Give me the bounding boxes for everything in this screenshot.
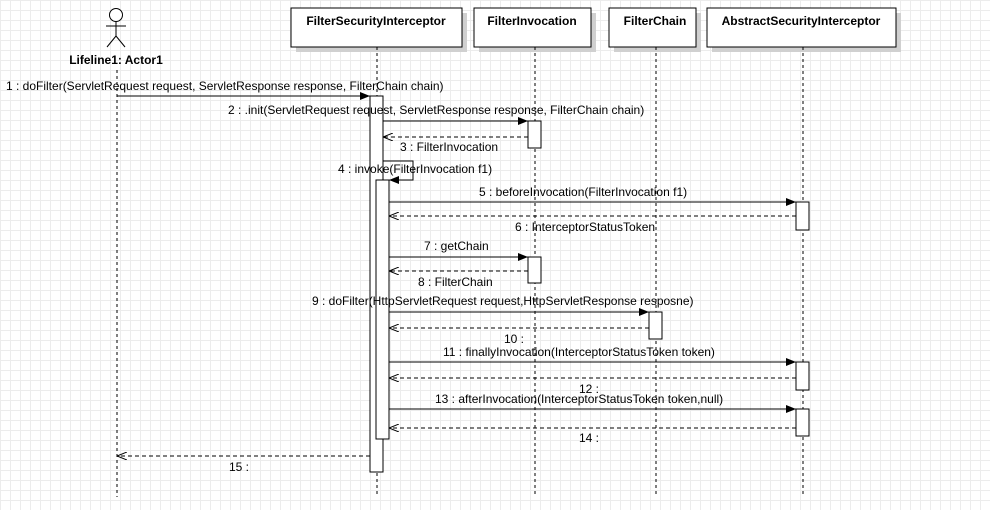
message-arrow-4[interactable] xyxy=(383,160,414,184)
activation-bar-asi-after[interactable] xyxy=(795,408,810,437)
actor-stick-figure-icon xyxy=(106,8,126,48)
message-label-6: 6 : InterceptorStatusToken xyxy=(515,220,655,234)
message-label-13: 13 : afterInvocation(InterceptorStatusTo… xyxy=(435,392,723,406)
message-label-12: 12 : xyxy=(579,382,599,396)
message-label-14: 14 : xyxy=(579,431,599,445)
activation-bar-fsi-invoke[interactable] xyxy=(375,179,390,440)
activation-bar-fc-dofilter[interactable] xyxy=(648,311,663,340)
message-label-9: 9 : doFilter(HttpServletRequest request,… xyxy=(312,294,694,308)
lifeline-label: FilterSecurityInterceptor xyxy=(306,14,446,28)
actor-label: Lifeline1: Actor1 xyxy=(69,53,163,67)
message-label-5: 5 : beforeInvocation(FilterInvocation f1… xyxy=(479,185,687,199)
lifeline-head-abstractsecurityinterceptor[interactable]: AbstractSecurityInterceptor xyxy=(706,7,901,52)
activation-bar-fi-getchain[interactable] xyxy=(527,256,542,284)
lifeline-head-filterinvocation[interactable]: FilterInvocation xyxy=(473,7,596,52)
activation-bar-fi-init[interactable] xyxy=(527,120,542,149)
message-label-4: 4 : invoke(FilterInvocation f1) xyxy=(338,162,492,176)
lifeline-head-filtersecurityinterceptor[interactable]: FilterSecurityInterceptor xyxy=(290,7,467,52)
lifeline-head-filterchain[interactable]: FilterChain xyxy=(608,7,701,52)
message-label-15: 15 : xyxy=(229,460,249,474)
message-label-7: 7 : getChain xyxy=(424,239,489,253)
lifeline-label: FilterInvocation xyxy=(487,14,576,28)
message-label-11: 11 : finallyInvocation(InterceptorStatus… xyxy=(443,345,715,359)
message-label-3: 3 : FilterInvocation xyxy=(400,140,498,154)
activation-bar-asi-before[interactable] xyxy=(795,201,810,231)
message-label-2: 2 : .init(ServletRequest request, Servle… xyxy=(228,103,644,117)
message-label-10: 10 : xyxy=(504,332,524,346)
activation-bar-asi-finally[interactable] xyxy=(795,361,810,391)
message-label-8: 8 : FilterChain xyxy=(418,275,493,289)
lifeline-label: FilterChain xyxy=(624,14,687,28)
lifeline-label: AbstractSecurityInterceptor xyxy=(722,14,881,28)
actor[interactable]: Lifeline1: Actor1 xyxy=(69,8,163,68)
message-label-1: 1 : doFilter(ServletRequest request, Ser… xyxy=(6,79,444,93)
